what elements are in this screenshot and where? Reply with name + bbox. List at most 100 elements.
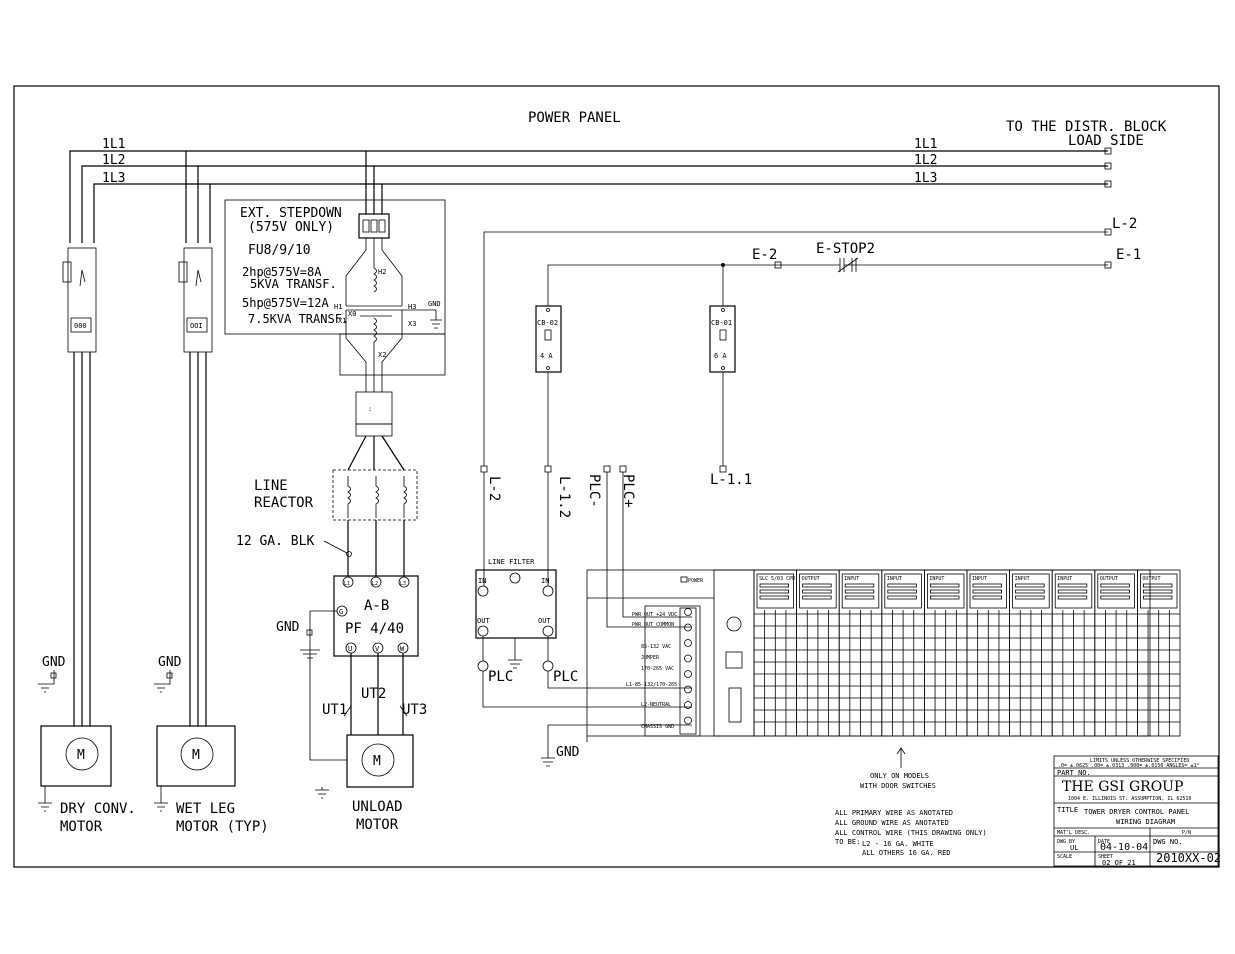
terminal-h1: H1 — [334, 303, 342, 311]
stepdown-spec1-line1: 2hp@575V=8A — [242, 265, 322, 279]
svg-text:4 A: 4 A — [540, 352, 553, 360]
ps-terminal — [684, 639, 692, 647]
bus-label-1l1-left: 1L1 — [102, 137, 125, 152]
stepdown-spec2-line2: 7.5KVA TRANSF. — [248, 312, 349, 326]
ps-terminal — [684, 670, 692, 678]
tb-dwg-no-label: DWG NO. — [1153, 838, 1183, 846]
motor-unload-label-2: MOTOR — [356, 817, 399, 833]
tb-date: 04-10-04 — [1100, 842, 1148, 853]
wire-note-3: ALL CONTROL WIRE (THIS DRAWING ONLY) — [835, 829, 987, 837]
tb-sheet-label: SHEET — [1098, 854, 1113, 860]
plc-module-label: OUTPUT — [1100, 576, 1118, 582]
ps-terminal — [684, 685, 692, 694]
tb-pn-label: P/N — [1182, 830, 1191, 836]
tb-mat-label: MAT'L DESC. — [1057, 830, 1090, 836]
line-reactor-label-2: REACTOR — [254, 495, 314, 511]
plc-module-label: SLC 5/03 CPU — [759, 576, 795, 582]
distribution-note-line1: TO THE DISTR. BLOCK — [1006, 119, 1167, 135]
stepdown-enclosure — [224, 199, 446, 335]
stepdown-spec2-line1: 5hp@575V=12A — [242, 296, 329, 310]
wire-note-6: ALL OTHERS 16 GA. RED — [862, 849, 951, 857]
svg-text:CB-02: CB-02 — [537, 319, 558, 327]
motor-dry-conv: M — [38, 725, 112, 812]
tb-title-line2: WIRING DIAGRAM — [1116, 818, 1175, 826]
motor-starter-wet-leg: OOI — [178, 247, 213, 726]
plc-ps-row-4: JUMPER — [641, 655, 660, 661]
drive-output-u: U — [348, 645, 352, 653]
plc-module-label: INPUT — [844, 576, 859, 582]
plc-ps-row-5: 170-265 VAC — [641, 666, 674, 672]
tb-title-label: TITLE — [1057, 806, 1078, 814]
drive-input-l1: L1 — [344, 581, 350, 587]
output-ut2: UT2 — [361, 686, 386, 702]
ps-terminal — [684, 654, 692, 663]
bus-label-1l3-left: 1L3 — [102, 171, 125, 186]
motor-wet-leg-label-2: MOTOR (TYP) — [176, 819, 269, 835]
motor-unload: M — [309, 650, 414, 799]
stepdown-title-1: EXT. STEPDOWN — [240, 206, 342, 221]
plc-module-slot: OUTPUT — [796, 569, 840, 737]
motor-unload-label-1: UNLOAD — [352, 799, 403, 815]
wire-note-4: TO BE: — [835, 838, 860, 846]
drive-output-v: V — [375, 645, 380, 653]
stepdown-title-2: (575V ONLY) — [248, 220, 334, 235]
ps-terminal — [684, 608, 692, 616]
plc-module-slot: OUTPUT — [1094, 569, 1138, 737]
terminal-x1: X1 — [338, 317, 346, 325]
drive-output-w: W — [400, 645, 405, 653]
wire-note-5: L2 - 16 GA. WHITE — [862, 840, 934, 848]
plc-module-slot: INPUT — [1009, 569, 1053, 737]
line-filter-out-right: OUT — [538, 617, 551, 625]
power-bus — [69, 147, 1112, 243]
plc-module-label: INPUT — [887, 576, 902, 582]
plc-ps-row-2: PWR OUT COMMON — [632, 622, 674, 628]
plc-module-slot: INPUT — [966, 569, 1010, 737]
tb-part-no: PART NO. — [1057, 769, 1091, 777]
plc-module-label: INPUT — [1015, 576, 1030, 582]
tb-scale-label: SCALE — [1057, 854, 1072, 860]
svg-text:M: M — [373, 754, 381, 769]
control-label-plc-minus: PLC- — [586, 474, 602, 508]
terminal-x2: X2 — [378, 351, 386, 359]
control-label-l2: L-2 — [1112, 216, 1137, 232]
motor-wet-leg: M — [154, 725, 236, 812]
control-label-l2-vertical: L-2 — [486, 476, 502, 501]
stepdown-fuses: FU8/9/10 — [248, 243, 311, 258]
tb-tolerances: .0= ±.0625 .00= ±.0313 .000= ±.0156 ANGL… — [1058, 763, 1199, 769]
drive-input-l3: L3 — [400, 581, 406, 587]
door-note-line2: WITH DOOR SWITCHES — [860, 782, 936, 790]
ps-terminal — [684, 701, 692, 709]
plc-module-slot: INPUT — [924, 569, 968, 737]
plc-ps-row-1: PWR OUT +24 VDC — [632, 612, 677, 618]
plc-module-label: OUTPUT — [1142, 576, 1160, 582]
plc-ps-row-7: L2-NEUTRAL — [641, 702, 671, 708]
drive-ground-terminal: G — [339, 608, 343, 616]
drive-model: PF 4/40 — [345, 621, 404, 637]
line-filter-in-right: IN — [541, 577, 549, 585]
motor-wet-leg-label-1: WET LEG — [176, 801, 235, 817]
drive-pf4-40 — [333, 575, 419, 657]
plc-module-label: OUTPUT — [802, 576, 820, 582]
ps-terminal — [684, 716, 692, 725]
door-note-arrow — [896, 747, 906, 768]
wire-note-1: ALL PRIMARY WIRE AS ANOTATED — [835, 809, 953, 817]
breaker-cb01: CB-01 6 A — [709, 305, 736, 373]
output-ut1: UT1 — [322, 702, 347, 718]
panel-title: POWER PANEL — [528, 110, 621, 126]
line-reactor-box — [332, 469, 418, 521]
svg-text:OOI: OOI — [190, 322, 203, 330]
disconnect-block: : — [347, 391, 405, 471]
motor-gnd-label-2: GND — [158, 655, 182, 670]
terminal-h3: H3 — [408, 303, 416, 311]
plc-module-label: INPUT — [1057, 576, 1072, 582]
control-label-e2: E-2 — [752, 247, 777, 263]
line-filter-plc-left: PLC — [488, 669, 513, 685]
stepdown-enclosure-lower — [339, 333, 446, 376]
line-reactor-coils — [347, 476, 407, 518]
title-block — [1053, 755, 1219, 867]
door-note-line1: ONLY ON MODELS — [870, 772, 929, 780]
tb-address: 1004 E. ILLINOIS ST. ASSUMPTION, IL 6251… — [1068, 796, 1191, 802]
motor-starter-dry-conv: 000 — [62, 247, 97, 726]
wire-note: 12 GA. BLK — [236, 534, 314, 549]
